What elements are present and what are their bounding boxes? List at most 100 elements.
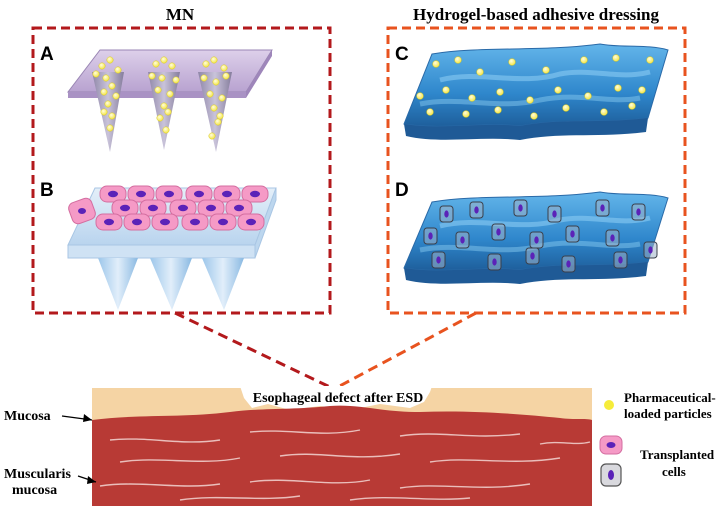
defect-label: Esophageal defect after ESD <box>253 391 423 406</box>
panel-label-a: A <box>40 44 54 65</box>
muscle-fiber <box>539 441 591 445</box>
cell-group-b <box>68 185 269 231</box>
cell-nucleus <box>618 256 623 264</box>
cell-nucleus <box>552 210 557 218</box>
drug-particle <box>156 114 164 122</box>
drug-particle <box>214 118 222 126</box>
cell-nucleus <box>132 218 142 226</box>
cell-nucleus <box>104 218 114 226</box>
base-plate-side <box>254 187 277 259</box>
needle <box>92 72 124 152</box>
legend-pink-cell-nucleus <box>606 442 616 448</box>
muscle-fiber <box>279 453 401 458</box>
cell-nucleus <box>474 206 479 214</box>
drug-particle <box>216 112 224 120</box>
zoom-line-right <box>335 311 477 390</box>
drug-particle <box>638 86 646 94</box>
muscle-fiber <box>349 497 471 501</box>
muscle-fiber <box>99 483 221 487</box>
header-mn: MN <box>166 5 195 24</box>
drug-particle <box>426 108 434 116</box>
drug-particle <box>530 112 538 120</box>
drug-particle <box>468 94 476 102</box>
panel-label-c: C <box>395 44 409 65</box>
hydrogel-highlight <box>419 94 641 107</box>
cell-nucleus <box>518 204 523 212</box>
drug-particle <box>496 88 504 96</box>
cell-nucleus <box>496 228 501 236</box>
muscle-fiber <box>429 457 561 463</box>
drug-particle <box>92 70 100 78</box>
drug-particle <box>106 56 114 64</box>
muscle-fiber <box>109 438 221 443</box>
drug-particle <box>584 92 592 100</box>
drug-particle <box>164 108 172 116</box>
cell-nucleus <box>148 204 158 212</box>
drug-particle <box>612 54 620 62</box>
drug-particle <box>210 104 218 112</box>
drug-particle <box>614 84 622 92</box>
zoom-line-left <box>174 311 333 390</box>
cell-nucleus <box>206 204 216 212</box>
base-plate-edge <box>67 244 256 259</box>
muscle-fiber <box>119 457 241 463</box>
encapsulated-cell-group <box>423 199 658 273</box>
drug-particle <box>112 92 120 100</box>
drug-particle <box>208 132 216 140</box>
drug-particle <box>580 56 588 64</box>
drug-particle <box>160 102 168 110</box>
cell-nucleus <box>636 208 641 216</box>
legend-transplanted: Transplanted <box>640 447 715 462</box>
hydrogel-sheet-edge <box>404 118 648 140</box>
cell-nucleus <box>178 204 188 212</box>
cell-nucleus <box>648 246 653 254</box>
esd-defect <box>240 386 432 410</box>
drug-particle <box>154 86 162 94</box>
hydrogel-sheet-edge <box>404 262 648 284</box>
particle-group-c <box>416 54 654 120</box>
drug-particle <box>104 100 112 108</box>
drug-particle <box>162 126 170 134</box>
drug-particle <box>554 86 562 94</box>
drug-particle <box>148 72 156 80</box>
drug-particle <box>454 56 462 64</box>
cell-nucleus <box>436 256 441 264</box>
mucosa-arrowhead <box>83 414 92 422</box>
cell-nucleus <box>428 232 433 240</box>
drug-particle <box>158 74 166 82</box>
cell-nucleus <box>530 252 535 260</box>
muscle-fibers <box>99 429 591 501</box>
hydrogel-highlight <box>439 69 651 83</box>
drug-particle <box>100 108 108 116</box>
cell-nucleus <box>566 260 571 268</box>
cell-nucleus <box>610 234 615 242</box>
drug-particle <box>600 108 608 116</box>
hydrogel-particles <box>403 43 669 140</box>
muscle-fiber <box>249 429 361 434</box>
cell-nucleus <box>78 208 86 214</box>
drug-particle <box>628 102 636 110</box>
drug-particle <box>108 82 116 90</box>
particle-group-a <box>92 56 230 140</box>
drug-particle <box>526 96 534 104</box>
drug-particle <box>166 90 174 98</box>
legend-particle-icon <box>604 400 614 410</box>
needle <box>148 72 180 150</box>
cell-nucleus <box>120 204 130 212</box>
drug-particle <box>160 56 168 64</box>
drug-particle <box>442 86 450 94</box>
drug-particle <box>222 72 230 80</box>
cell-nucleus <box>190 218 200 226</box>
panel-label-b: B <box>40 180 54 201</box>
cell-nucleus <box>222 190 232 198</box>
drug-particle <box>562 104 570 112</box>
cell-nucleus <box>250 190 260 198</box>
drug-particle <box>646 56 654 64</box>
needle <box>198 72 232 152</box>
needle <box>150 258 192 310</box>
drug-particle <box>172 76 180 84</box>
muscle-fiber <box>179 495 301 501</box>
cell-nucleus <box>246 218 256 226</box>
drug-particle <box>416 92 424 100</box>
